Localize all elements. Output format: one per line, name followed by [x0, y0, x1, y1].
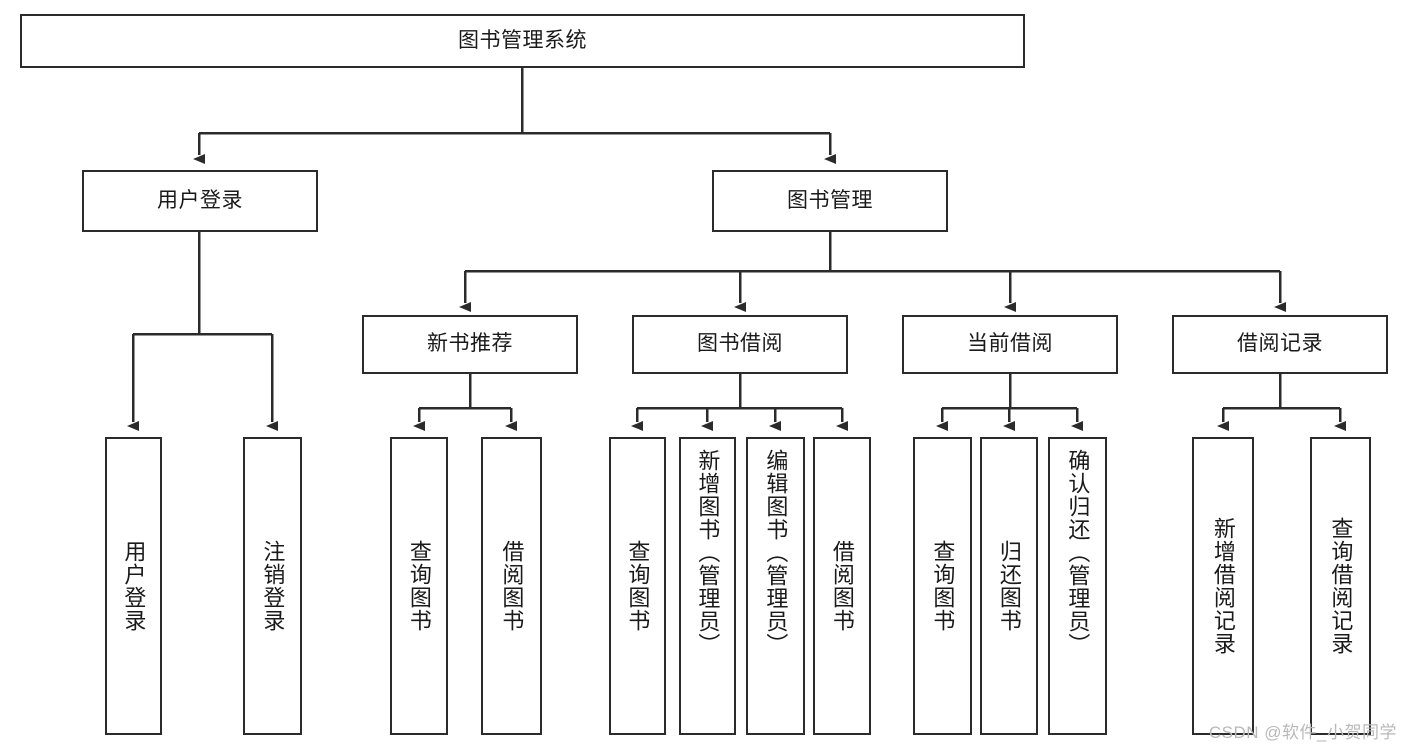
node-book-borrow[interactable]: 图书借阅 [632, 315, 848, 374]
node-borrow-records[interactable]: 借阅记录 [1172, 315, 1388, 374]
node-new-book-recommend-label: 新书推荐 [427, 332, 513, 356]
node-current-borrow-label: 当前借阅 [967, 332, 1053, 356]
leaf-records-query-record[interactable]: 查询借阅记录 [1310, 437, 1371, 735]
leaf-current-return-book[interactable]: 归还图书 [980, 437, 1038, 735]
leaf-user-logout[interactable]: 注销登录 [243, 437, 302, 735]
leaf-records-add-record[interactable]: 新增借阅记录 [1192, 437, 1254, 735]
leaf-borrow-add-book-admin[interactable]: 新增图书（管理员） [679, 437, 736, 735]
leaf-user-logout-label: 注销登录 [260, 540, 286, 632]
leaf-borrow-lend-book[interactable]: 借阅图书 [813, 437, 871, 735]
leaf-borrow-query-book[interactable]: 查询图书 [609, 437, 666, 735]
leaf-current-return-book-label: 归还图书 [996, 540, 1022, 632]
csdn-watermark: CSDN @软件_小贺同学 [1208, 723, 1397, 742]
leaf-borrow-lend-book-label: 借阅图书 [829, 540, 855, 632]
node-root-label: 图书管理系统 [458, 28, 587, 52]
leaf-borrow-query-book-label: 查询图书 [625, 540, 651, 632]
leaf-newbook-borrow-book-label: 借阅图书 [499, 540, 525, 632]
leaf-records-query-record-label: 查询借阅记录 [1328, 517, 1354, 655]
leaf-current-confirm-return-admin[interactable]: 确认归还（管理员） [1048, 437, 1107, 735]
leaf-user-login[interactable]: 用户登录 [105, 437, 162, 735]
leaf-current-query-book[interactable]: 查询图书 [913, 437, 972, 735]
node-borrow-records-label: 借阅记录 [1237, 332, 1323, 356]
leaf-newbook-borrow-book[interactable]: 借阅图书 [481, 437, 542, 735]
leaf-records-add-record-label: 新增借阅记录 [1210, 517, 1236, 655]
node-current-borrow[interactable]: 当前借阅 [902, 315, 1118, 374]
leaf-newbook-query-book[interactable]: 查询图书 [390, 437, 448, 735]
node-root[interactable]: 图书管理系统 [20, 14, 1025, 68]
node-book-management[interactable]: 图书管理 [712, 170, 948, 232]
leaf-borrow-edit-book-admin[interactable]: 编辑图书（管理员） [746, 437, 805, 735]
leaf-current-confirm-return-admin-label: 确认归还（管理员） [1065, 449, 1091, 656]
node-new-book-recommend[interactable]: 新书推荐 [362, 315, 578, 374]
node-user-login-label: 用户登录 [157, 188, 243, 212]
leaf-borrow-add-book-admin-label: 新增图书（管理员） [695, 449, 721, 656]
leaf-newbook-query-book-label: 查询图书 [406, 540, 432, 632]
leaf-borrow-edit-book-admin-label: 编辑图书（管理员） [763, 449, 789, 656]
node-user-login[interactable]: 用户登录 [82, 170, 318, 232]
node-book-management-label: 图书管理 [787, 188, 873, 212]
node-book-borrow-label: 图书借阅 [697, 332, 783, 356]
leaf-user-login-label: 用户登录 [121, 540, 147, 632]
leaf-current-query-book-label: 查询图书 [930, 540, 956, 632]
